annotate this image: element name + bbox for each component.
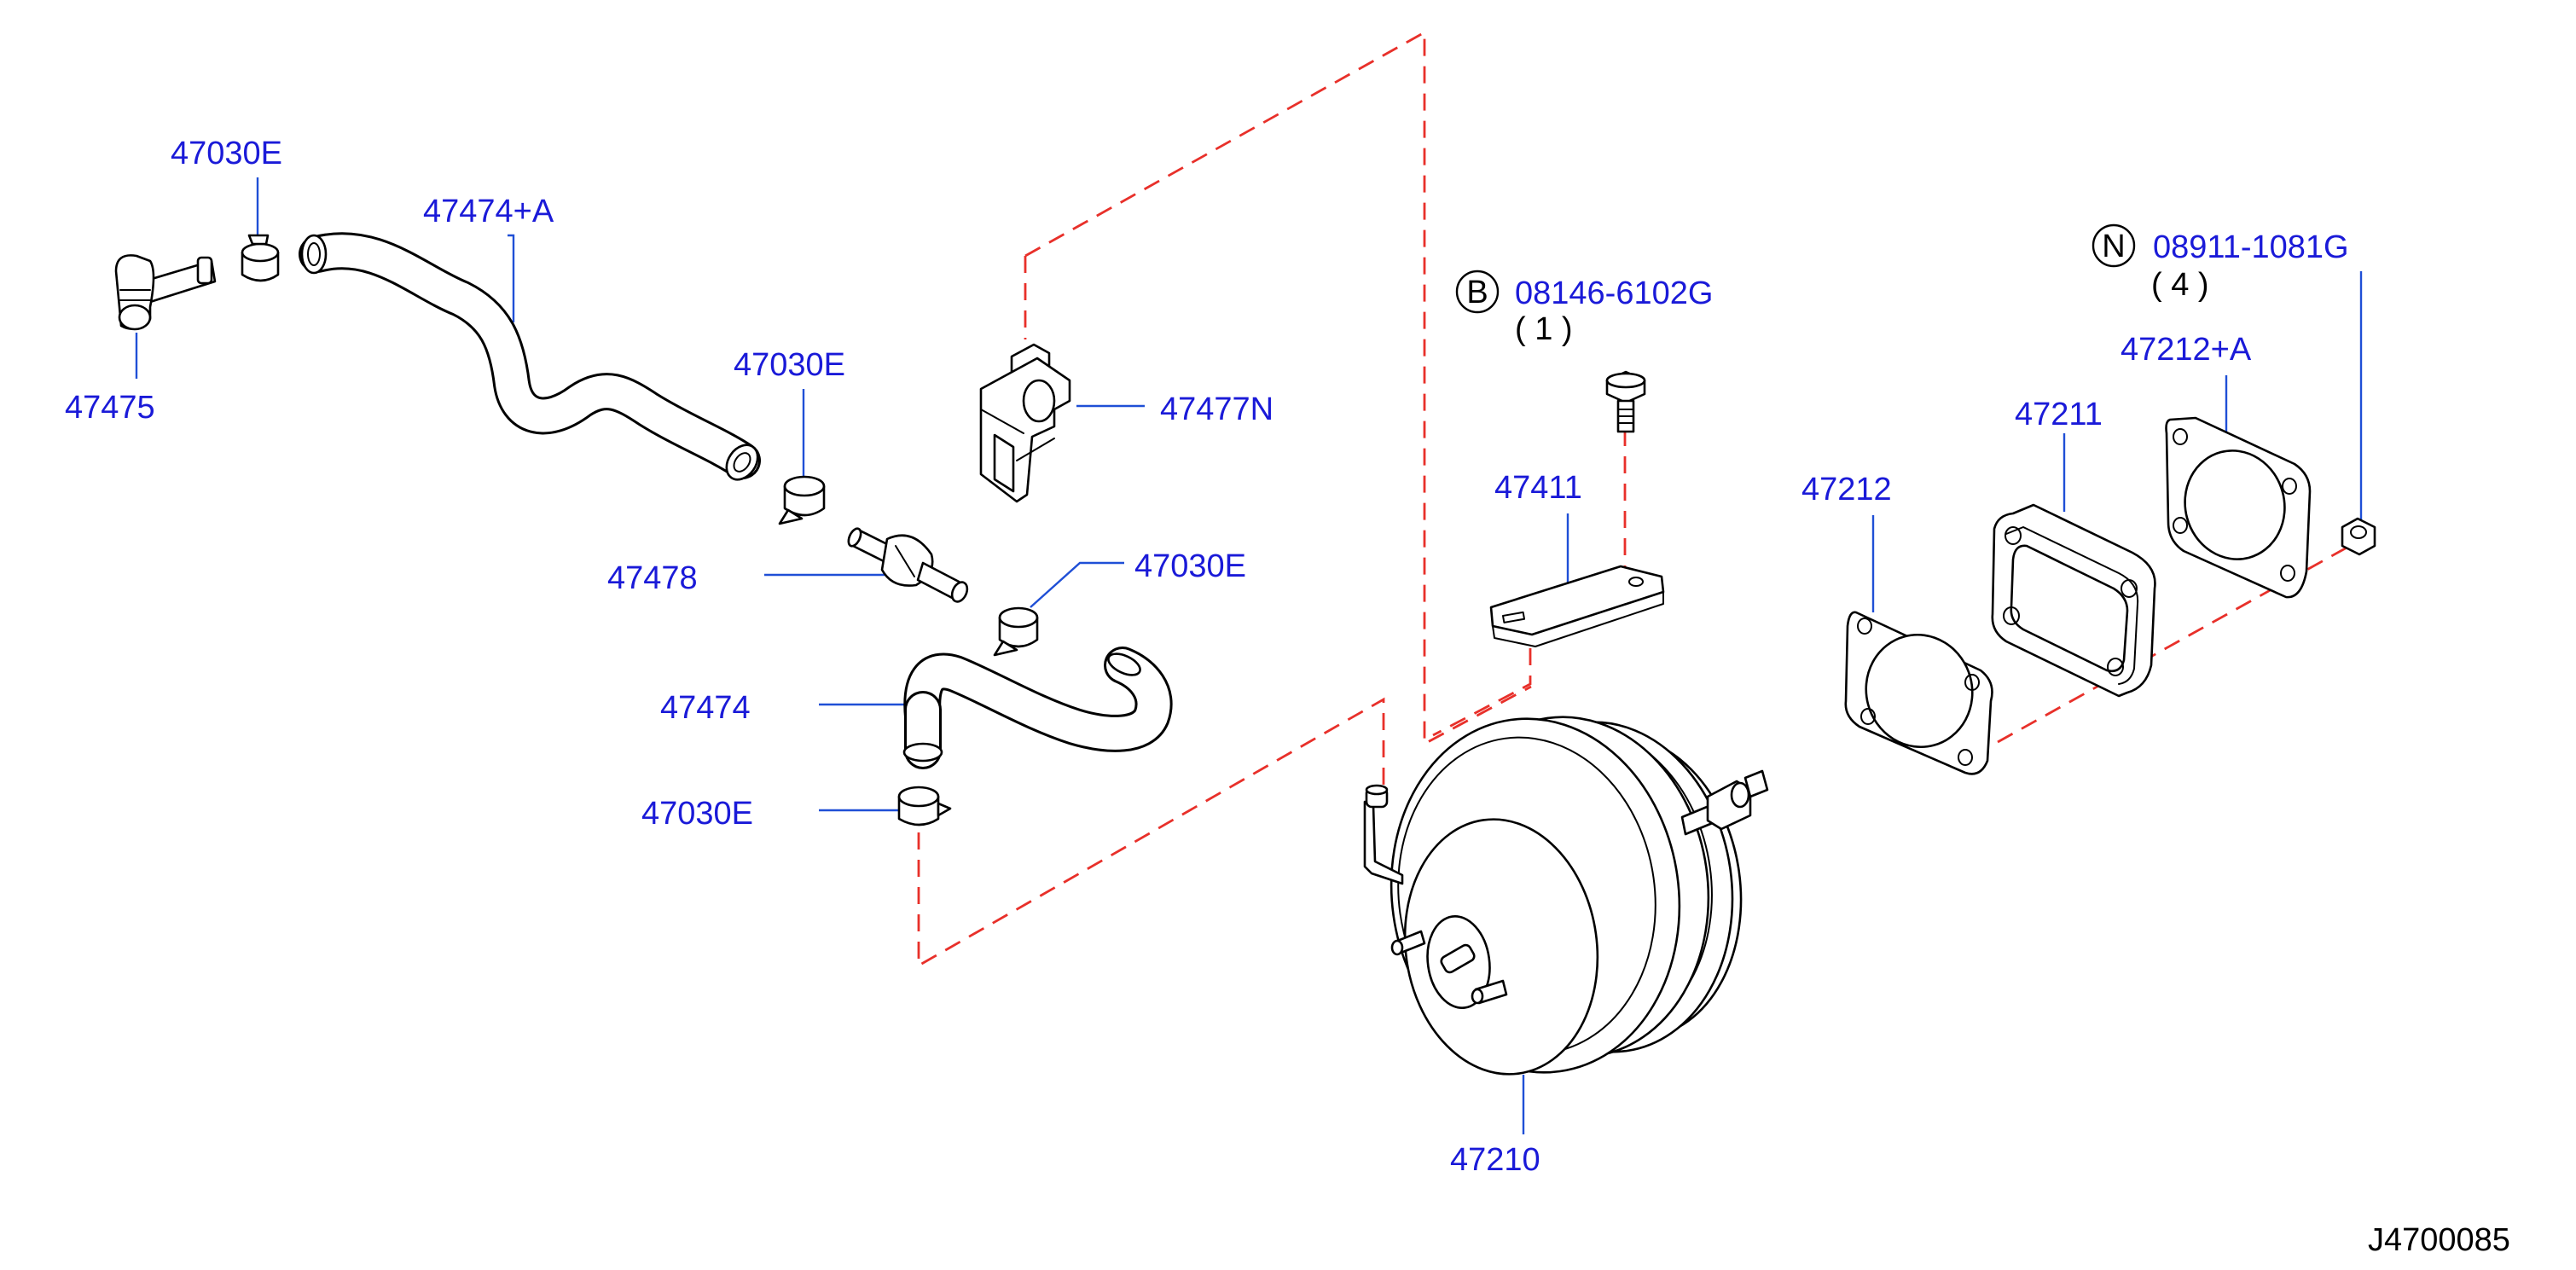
- label-47474: 47474: [660, 690, 751, 726]
- label-47475: 47475: [65, 390, 155, 426]
- nut-symbol: N: [2092, 223, 2136, 268]
- bolt-symbol-letter: B: [1466, 275, 1488, 310]
- label-47211: 47211: [2015, 397, 2103, 432]
- spacer-47211: [1991, 503, 2156, 698]
- clamp-47030e-mid: [778, 475, 826, 525]
- bracket-47411: [1489, 565, 1665, 647]
- label-08146-6102g: 08146-6102G: [1515, 275, 1713, 311]
- label-47212a: 47212+A: [2121, 332, 2252, 368]
- nut-symbol-circle: [2092, 223, 2136, 268]
- hose-47474: [902, 647, 1173, 769]
- clamp-47030e-bottom: [897, 786, 952, 826]
- label-47030e-top: 47030E: [171, 136, 282, 171]
- figure-code: J4700085: [2368, 1222, 2510, 1258]
- label-47478: 47478: [607, 560, 698, 596]
- bolt-symbol: B: [1455, 270, 1500, 314]
- label-47477n: 47477N: [1160, 391, 1273, 427]
- hose-47474a: [299, 232, 761, 481]
- label-08911-qty: ( 4 ): [2151, 267, 2209, 303]
- gasket-47212a: [2165, 416, 2312, 599]
- nut-08911-1081g: [2341, 517, 2376, 556]
- label-47030e-right: 47030E: [1134, 548, 1246, 584]
- leader-lines: [135, 177, 2363, 1134]
- bolt-symbol-circle: [1455, 270, 1500, 314]
- label-08146-qty: ( 1 ): [1515, 311, 1573, 347]
- guide-clip-to-booster: [1024, 30, 1532, 746]
- clamp-47030e-top: [241, 234, 280, 282]
- check-valve-47478: [847, 527, 969, 603]
- guide-bracket-to-booster: [1432, 648, 1532, 737]
- clip-47477n: [979, 343, 1071, 503]
- label-47212: 47212: [1801, 472, 1892, 507]
- leader-47030e-right: [1030, 561, 1124, 608]
- gasket-47212: [1844, 611, 1993, 775]
- label-47411: 47411: [1494, 470, 1582, 506]
- label-47474a: 47474+A: [423, 194, 554, 229]
- guide-hose-to-booster: [917, 697, 1385, 968]
- leader-47474a: [508, 234, 515, 322]
- nut-symbol-letter: N: [2102, 229, 2125, 264]
- bolt-08146-6102g: [1605, 370, 1646, 433]
- label-47210: 47210: [1450, 1142, 1540, 1178]
- label-47030e-mid: 47030E: [734, 347, 845, 383]
- brake-booster-47210: [1363, 716, 1769, 1076]
- clamp-47030e-right: [993, 606, 1039, 657]
- label-47030e-bottom: 47030E: [641, 796, 753, 832]
- label-08911-1081g: 08911-1081G: [2153, 229, 2349, 265]
- elbow-connector-47475: [114, 254, 217, 331]
- callout-labels: 47030E 47474+A 47475 47030E 47477N 47478…: [65, 136, 2349, 1178]
